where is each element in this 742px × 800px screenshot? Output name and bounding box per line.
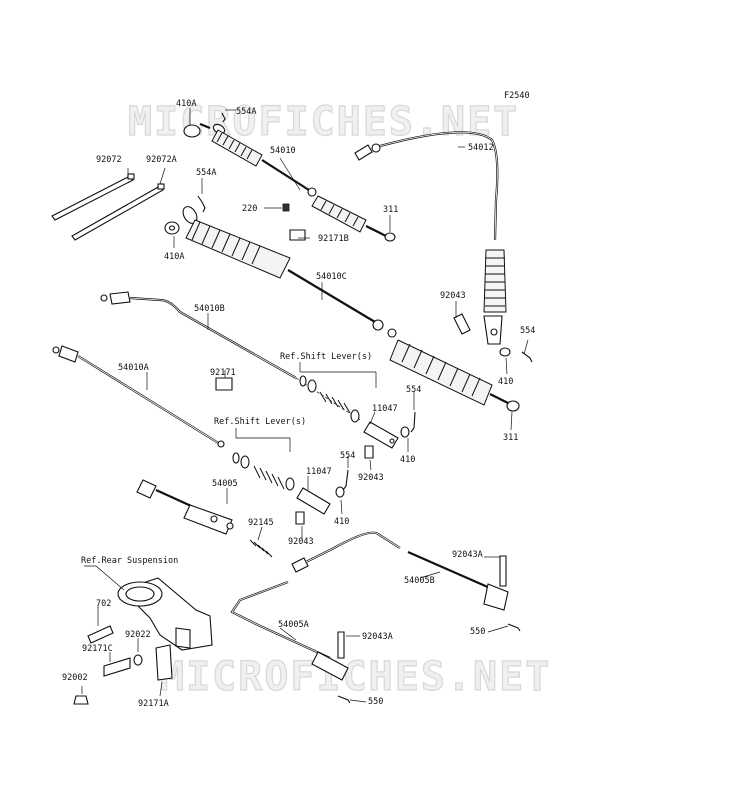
label-92043-low: 92043 bbox=[288, 537, 314, 547]
washer-410-low bbox=[335, 486, 345, 498]
nut-311-top bbox=[384, 232, 396, 242]
label-92072A: 92072A bbox=[146, 155, 177, 165]
label-554-mid: 554 bbox=[406, 385, 421, 395]
label-550-right: 550 bbox=[470, 627, 485, 637]
pin-702 bbox=[87, 625, 114, 644]
part-92022 bbox=[133, 654, 143, 666]
ref-rear-suspension: Ref.Rear Suspension bbox=[81, 556, 178, 566]
washer-410A-top bbox=[183, 124, 201, 138]
label-554A-top: 554A bbox=[236, 107, 256, 117]
label-92043-mid: 92043 bbox=[358, 473, 384, 483]
cotter-550-right bbox=[507, 623, 521, 632]
label-311-top: 311 bbox=[383, 205, 398, 215]
cable-54010A bbox=[52, 345, 225, 448]
pin-92043-top bbox=[453, 313, 471, 335]
cable-54005A bbox=[230, 580, 349, 681]
label-92171B: 92171B bbox=[318, 234, 349, 244]
shift-assembly-upper bbox=[295, 375, 399, 449]
label-550-left: 550 bbox=[368, 697, 383, 707]
label-54005: 54005 bbox=[212, 479, 238, 489]
label-54010A: 54010A bbox=[118, 363, 149, 373]
label-410-low: 410 bbox=[334, 517, 349, 527]
cable-54010 bbox=[199, 122, 387, 241]
label-11047-lower: 11047 bbox=[306, 467, 332, 477]
label-220: 220 bbox=[242, 204, 257, 214]
clip-92171 bbox=[215, 377, 233, 391]
label-410A-top: 410A bbox=[176, 99, 196, 109]
cable-54005B bbox=[291, 531, 509, 611]
figure-code: F2540 bbox=[504, 91, 530, 101]
nut-311-right bbox=[506, 400, 520, 412]
washer-410-right bbox=[499, 347, 511, 357]
washer-410A-mid-hole bbox=[168, 225, 176, 231]
cotter-pin-554-low bbox=[342, 469, 349, 491]
label-54010B: 54010B bbox=[194, 304, 225, 314]
label-54005A: 54005A bbox=[278, 620, 309, 630]
label-92002: 92002 bbox=[62, 673, 88, 683]
pin-92043-mid bbox=[364, 445, 374, 459]
label-554-low: 554 bbox=[340, 451, 355, 461]
label-92171C: 92171C bbox=[82, 644, 113, 654]
cable-54012 bbox=[354, 131, 507, 345]
washer-410-mid bbox=[400, 426, 410, 438]
pin-92043-low bbox=[295, 511, 305, 525]
cotter-pin-554A-top bbox=[221, 112, 226, 123]
watermark-bottom: MICROFICHES.NET bbox=[160, 654, 551, 700]
label-92043A-left: 92043A bbox=[362, 632, 393, 642]
label-92043A-right: 92043A bbox=[452, 550, 483, 560]
rear-suspension-bracket bbox=[117, 577, 213, 651]
label-54010C: 54010C bbox=[316, 272, 347, 282]
label-554A-mid: 554A bbox=[196, 168, 216, 178]
label-92171: 92171 bbox=[210, 368, 236, 378]
label-11047-upper: 11047 bbox=[372, 404, 398, 414]
label-410-mid: 410 bbox=[400, 455, 415, 465]
label-54010: 54010 bbox=[270, 146, 296, 156]
label-311-right: 311 bbox=[503, 433, 518, 443]
leader-lines bbox=[81, 108, 529, 703]
part-labels: 410A 554A 54010 92072 92072A 554A 220 31… bbox=[62, 99, 535, 709]
cable-54010B bbox=[100, 291, 297, 379]
label-702: 702 bbox=[96, 599, 111, 609]
label-554-right: 554 bbox=[520, 326, 535, 336]
label-92171A: 92171A bbox=[138, 699, 169, 709]
bolt-92002 bbox=[73, 695, 89, 705]
clip-92171A bbox=[155, 644, 173, 681]
shift-assembly-lower bbox=[232, 452, 331, 515]
cotter-pin-554-right bbox=[521, 351, 533, 363]
cable-54005 bbox=[136, 479, 234, 535]
clip-92171C bbox=[103, 657, 131, 677]
cotter-pin-554-mid bbox=[410, 411, 416, 433]
label-92043-top: 92043 bbox=[440, 291, 466, 301]
label-410-right: 410 bbox=[498, 377, 513, 387]
ref-shift-lever-lower: Ref.Shift Lever(s) bbox=[214, 417, 306, 427]
pin-92043A-left bbox=[337, 631, 345, 659]
label-92022: 92022 bbox=[125, 630, 151, 640]
label-92145: 92145 bbox=[248, 518, 274, 528]
label-54012: 54012 bbox=[468, 143, 494, 153]
label-54005B: 54005B bbox=[404, 576, 435, 586]
label-92072: 92072 bbox=[96, 155, 122, 165]
cotter-pin-554A-mid bbox=[197, 195, 206, 213]
spring-92145 bbox=[249, 539, 273, 558]
cable-54010C bbox=[182, 206, 511, 406]
ref-shift-lever-upper: Ref.Shift Lever(s) bbox=[280, 352, 372, 362]
cotter-550-left bbox=[337, 695, 351, 704]
pin-92043A-right bbox=[499, 555, 507, 587]
label-410A-mid: 410A bbox=[164, 252, 184, 262]
zip-ties bbox=[51, 173, 165, 241]
